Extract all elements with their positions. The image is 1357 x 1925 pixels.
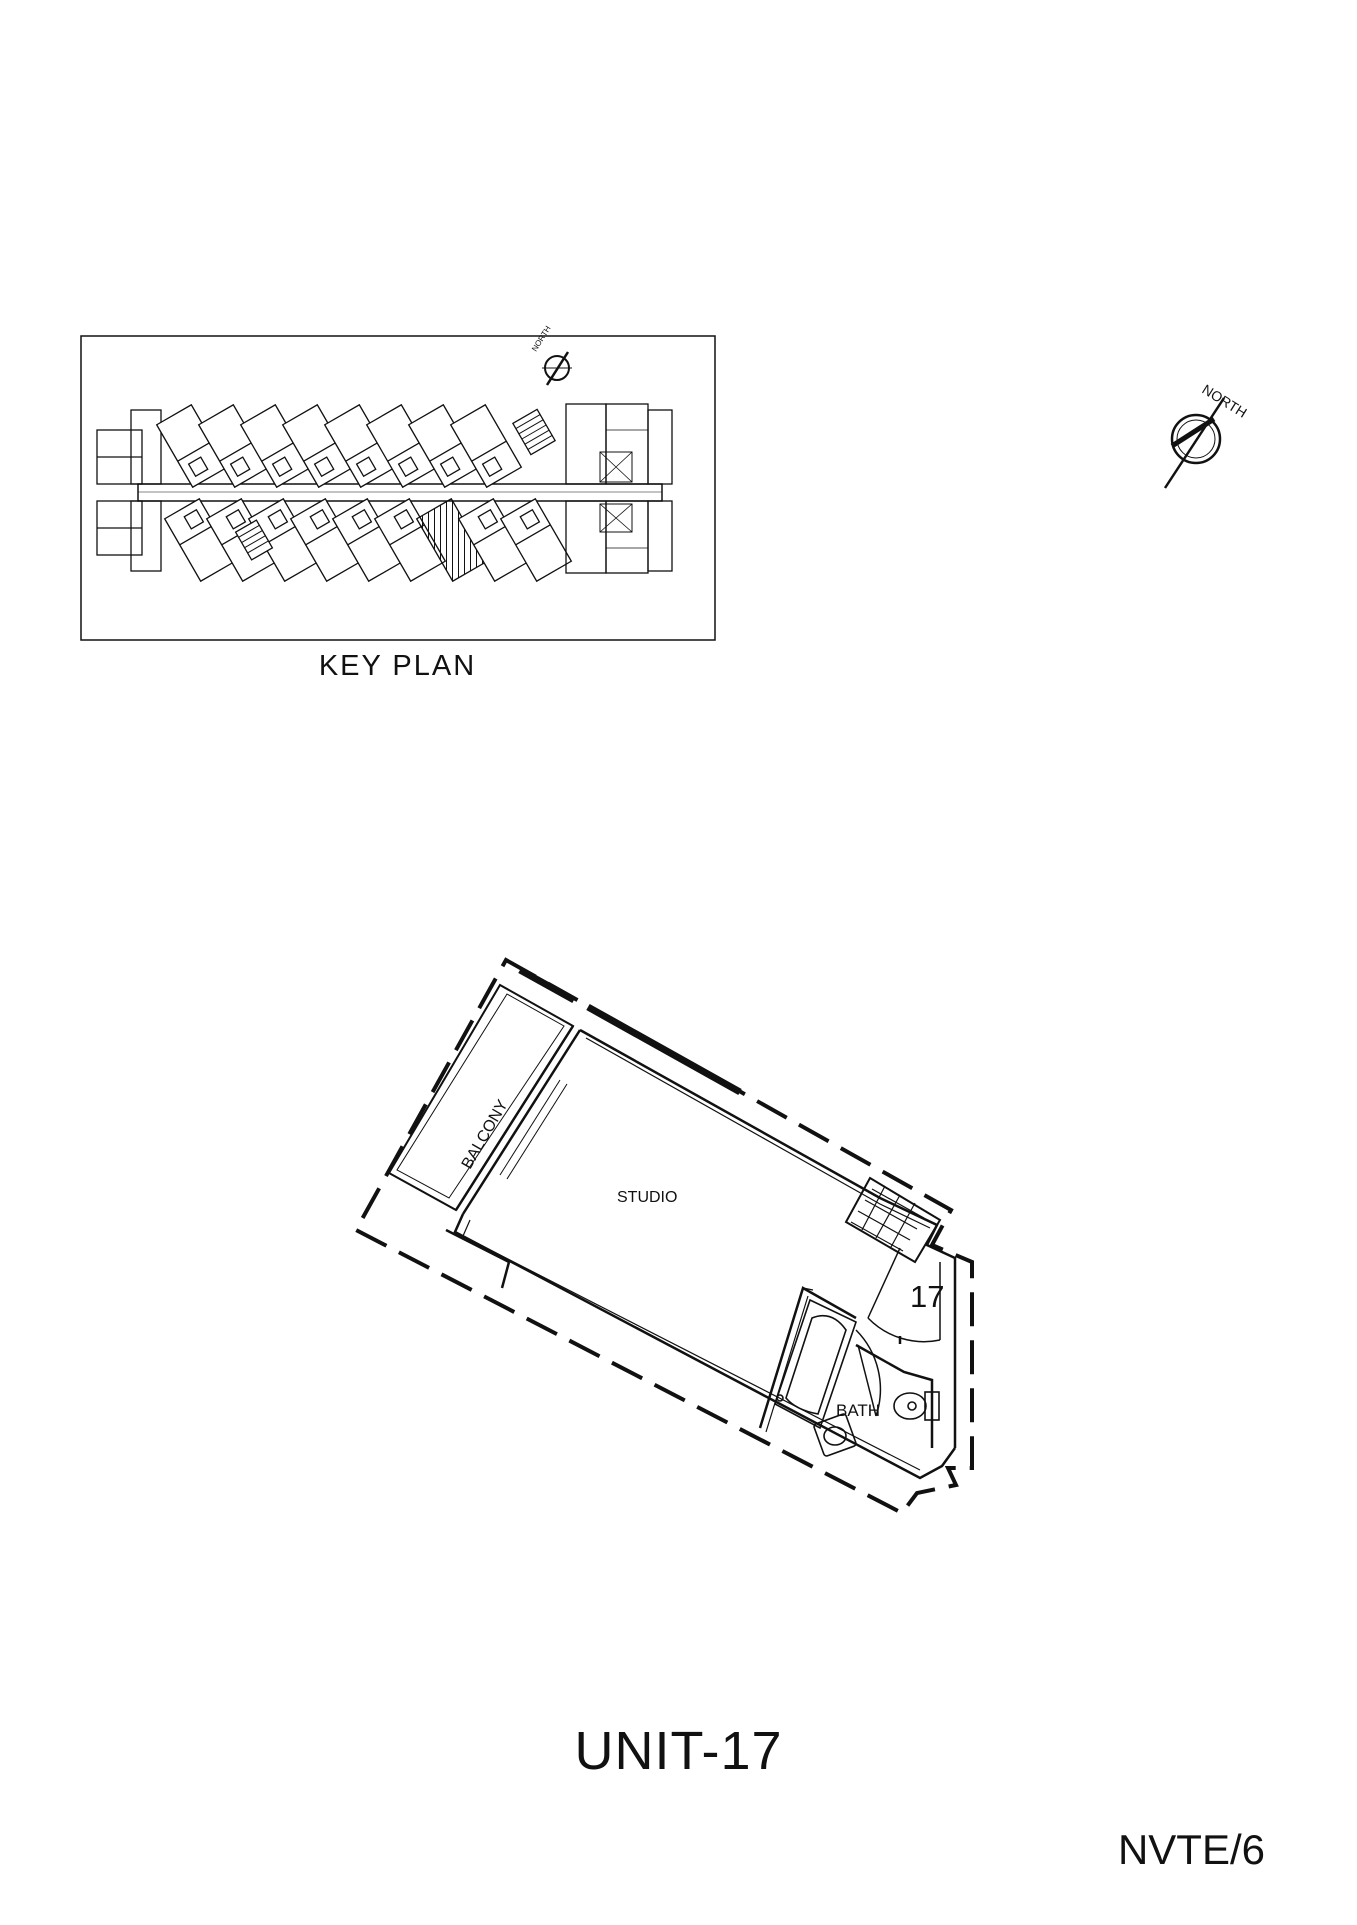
key-plan-west-wing — [96, 409, 162, 572]
balcony-sliding-door — [454, 1025, 582, 1215]
bathtub — [774, 1298, 857, 1430]
toilet — [893, 1391, 940, 1421]
room-label-studio: STUDIO — [617, 1189, 677, 1206]
unit-boundary — [353, 957, 974, 1516]
balcony — [387, 983, 575, 1212]
room-label-bath: BATH — [836, 1401, 880, 1420]
kitchenette — [844, 1176, 942, 1264]
unit-north-icon: NORTH — [1163, 381, 1250, 489]
key-plan-core — [565, 403, 673, 574]
key-plan-corridor — [137, 483, 663, 502]
unit-number-label: 17 — [910, 1279, 944, 1314]
key-plan-stairs — [234, 408, 557, 561]
unit-facade-glazing — [518, 966, 742, 1096]
unit-north-label: NORTH — [1199, 381, 1249, 421]
sheet-number: NVTE/6 — [1117, 1826, 1265, 1873]
key-plan-lower-units — [163, 497, 573, 583]
unit-plan: BALCONY STUDIO BATH 17 — [353, 957, 974, 1516]
bath-door — [855, 1329, 882, 1417]
key-plan-north-label: NORTH — [530, 324, 553, 353]
key-plan-title: KEY PLAN — [318, 650, 477, 682]
unit-title: UNIT-17 — [574, 1721, 783, 1781]
key-plan: NORTH — [80, 324, 716, 641]
studio-inner-walls — [462, 1037, 931, 1471]
bath-walls — [758, 1286, 934, 1448]
washbasin — [813, 1413, 857, 1457]
key-plan-upper-units — [155, 403, 523, 489]
key-plan-frame — [80, 335, 716, 641]
key-plan-north-icon: NORTH — [530, 324, 572, 386]
